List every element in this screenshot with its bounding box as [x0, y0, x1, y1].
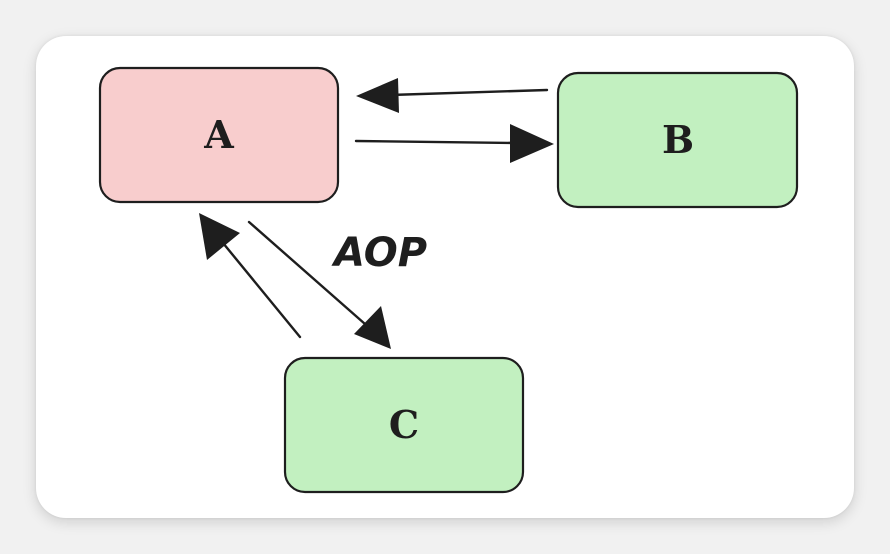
node-b[interactable]: B — [556, 71, 799, 209]
edge-a-to-b[interactable] — [354, 124, 554, 163]
node-c-label: C — [389, 402, 419, 447]
edge-b-to-a-line — [388, 88, 549, 97]
edge-b-to-a-arrowhead — [356, 78, 399, 113]
node-b-label: B — [662, 117, 694, 162]
edge-a-to-c-line — [247, 220, 367, 326]
node-c-box — [283, 356, 525, 494]
edge-a-to-b-line — [354, 139, 520, 145]
edge-a-to-c[interactable]: AOP — [247, 220, 427, 349]
node-a[interactable]: A — [98, 66, 340, 204]
edge-c-to-a[interactable] — [199, 213, 302, 339]
edge-c-to-a-arrowhead — [199, 213, 240, 260]
edge-a-to-b-arrowhead — [510, 124, 554, 163]
edge-b-to-a[interactable] — [356, 78, 549, 113]
edge-c-to-a-line — [221, 241, 302, 339]
node-a-box — [98, 66, 340, 204]
edge-a-to-c-arrowhead — [354, 306, 391, 349]
node-a-label: A — [203, 112, 234, 157]
node-c[interactable]: C — [283, 356, 525, 494]
edge-a-to-c-label: AOP — [331, 230, 427, 276]
node-b-box — [556, 71, 799, 209]
